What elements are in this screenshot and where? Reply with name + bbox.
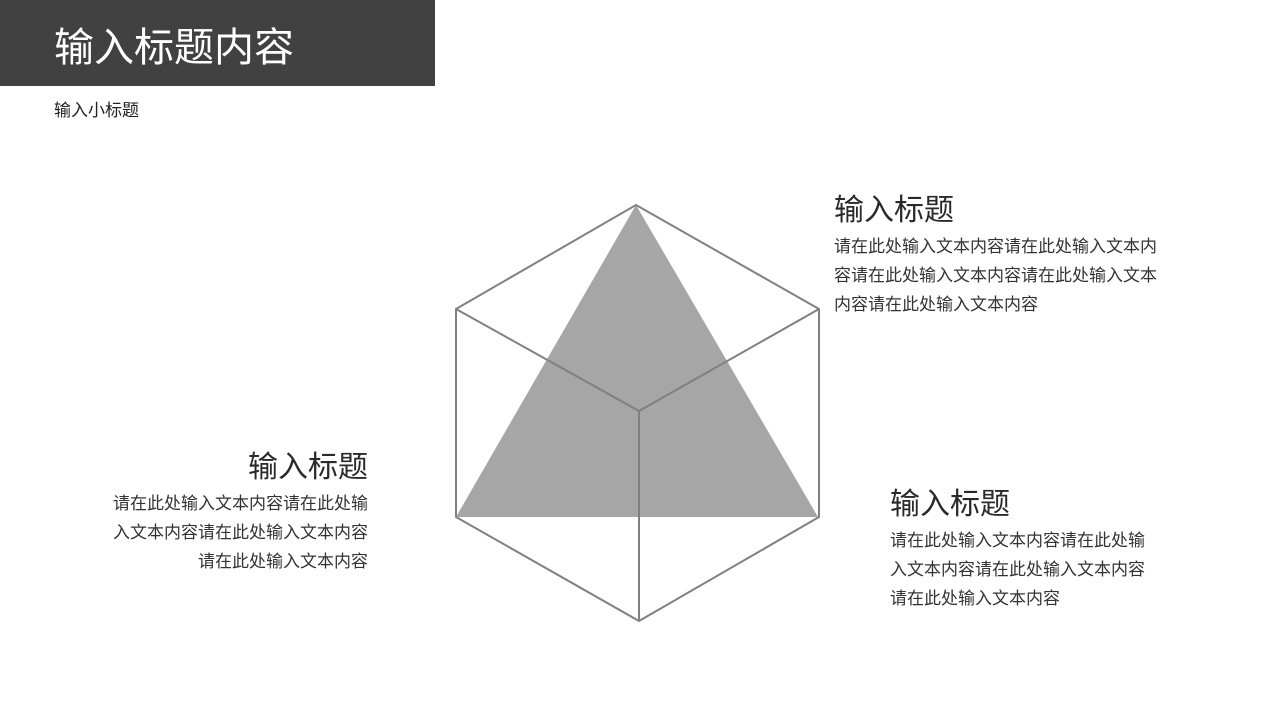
- body-line: 内容请在此处输入文本内容: [834, 295, 1038, 315]
- body-line: 入文本内容请在此处输入文本内容: [113, 523, 368, 543]
- body-line: 请在此处输入文本内容请在此处输: [113, 494, 368, 514]
- block-body: 请在此处输入文本内容请在此处输 入文本内容请在此处输入文本内容 请在此处输入文本…: [60, 490, 368, 577]
- triangle-shape: [456, 205, 818, 517]
- page-subtitle: 输入小标题: [54, 101, 139, 121]
- body-line: 请在此处输入文本内容: [198, 552, 368, 572]
- body-line: 请在此处输入文本内容请在此处输: [890, 531, 1145, 551]
- block-heading: 输入标题: [890, 487, 1010, 522]
- block-heading: 输入标题: [248, 450, 368, 485]
- block-heading: 输入标题: [834, 193, 954, 228]
- title-bar: 输入标题内容: [0, 0, 435, 86]
- text-block-left: 输入标题 请在此处输入文本内容请在此处输 入文本内容请在此处输入文本内容 请在此…: [60, 450, 368, 577]
- text-block-top-right: 输入标题 请在此处输入文本内容请在此处输入文本内 容请在此处输入文本内容请在此处…: [834, 193, 1234, 320]
- body-line: 请在此处输入文本内容请在此处输入文本内: [834, 237, 1157, 257]
- body-line: 容请在此处输入文本内容请在此处输入文本: [834, 266, 1157, 286]
- body-line: 入文本内容请在此处输入文本内容: [890, 560, 1145, 580]
- cube-edge-left: [455, 308, 640, 412]
- page-title: 输入标题内容: [54, 25, 294, 71]
- block-body: 请在此处输入文本内容请在此处输入文本内 容请在此处输入文本内容请在此处输入文本 …: [834, 233, 1234, 320]
- body-line: 请在此处输入文本内容: [890, 589, 1060, 609]
- cube-edge-right: [638, 308, 820, 412]
- block-body: 请在此处输入文本内容请在此处输 入文本内容请在此处输入文本内容 请在此处输入文本…: [890, 527, 1250, 614]
- text-block-bottom-right: 输入标题 请在此处输入文本内容请在此处输 入文本内容请在此处输入文本内容 请在此…: [890, 487, 1250, 614]
